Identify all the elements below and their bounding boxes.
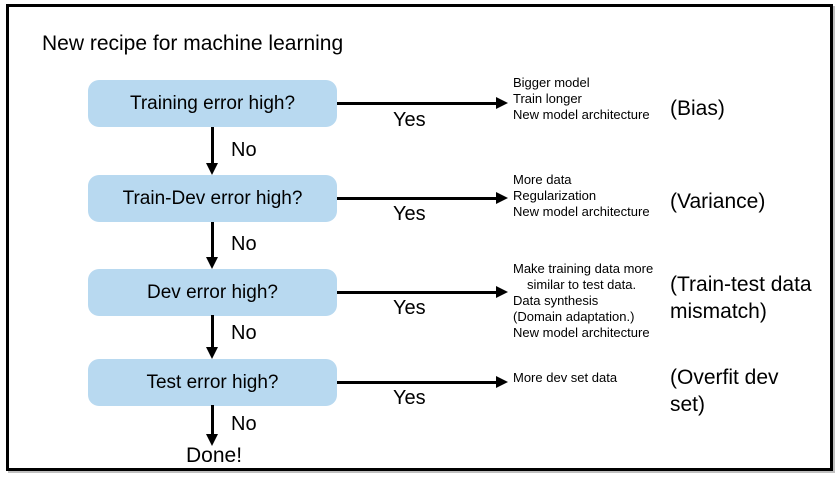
slide-title: New recipe for machine learning — [42, 32, 344, 55]
action-line: Data synthesis — [513, 293, 599, 308]
arrowhead-right-icon — [496, 376, 508, 388]
action-line: similar to test data. — [527, 277, 637, 292]
actions-training: Bigger model Train longer New model arch… — [513, 75, 650, 123]
action-line: (Domain adaptation.) — [513, 309, 635, 324]
action-line: New model architecture — [513, 325, 650, 340]
arrowhead-down-icon — [206, 434, 218, 446]
category-label-bias: (Bias) — [670, 95, 725, 122]
arrow-line — [337, 291, 499, 294]
arrow-line — [337, 102, 499, 105]
action-line: More dev set data — [513, 370, 618, 385]
decision-box-dev-error: Dev error high? — [88, 269, 337, 316]
category-label-variance: (Variance) — [670, 188, 765, 215]
done-label: Done! — [186, 444, 243, 467]
decision-box-label: Dev error high? — [147, 281, 278, 303]
decision-box-label: Test error high? — [146, 371, 279, 393]
arrowhead-right-icon — [496, 192, 508, 204]
action-line: Regularization — [513, 188, 597, 203]
arrowhead-down-icon — [206, 347, 218, 359]
arrow-line — [337, 381, 499, 384]
arrowhead-down-icon — [206, 257, 218, 269]
category-line: (Overfit dev — [670, 366, 779, 389]
arrow-line — [211, 405, 214, 437]
category-line: (Variance) — [670, 190, 766, 213]
action-line: Make training data more — [513, 261, 654, 276]
yes-arrow-test — [337, 376, 508, 389]
decision-box-train-dev-error: Train-Dev error high? — [88, 175, 337, 222]
actions-train-dev: More data Regularization New model archi… — [513, 172, 650, 220]
action-line: Bigger model — [513, 75, 590, 90]
action-line: Train longer — [513, 91, 582, 106]
category-label-train-test-mismatch: (Train-test data mismatch) — [670, 271, 812, 325]
arrowhead-right-icon — [496, 97, 508, 109]
actions-test: More dev set data — [513, 370, 617, 386]
arrow-line — [211, 127, 214, 166]
no-label-training: No — [231, 139, 257, 161]
action-line: More data — [513, 172, 572, 187]
yes-label-test: Yes — [393, 387, 426, 409]
no-arrow-dev — [206, 315, 219, 359]
no-arrow-test — [206, 405, 219, 446]
yes-arrow-train-dev — [337, 192, 508, 205]
arrow-line — [211, 222, 214, 260]
actions-dev: Make training data more similar to test … — [513, 261, 653, 341]
no-label-train-dev: No — [231, 233, 257, 255]
arrow-line — [211, 315, 214, 350]
category-line: set) — [670, 393, 706, 416]
yes-arrow-training — [337, 97, 508, 110]
action-line: New model architecture — [513, 204, 650, 219]
category-line: mismatch) — [670, 300, 767, 323]
no-arrow-train-dev — [206, 222, 219, 269]
yes-label-dev: Yes — [393, 297, 426, 319]
category-label-overfit-dev-set: (Overfit dev set) — [670, 364, 779, 418]
category-line: (Train-test data — [670, 273, 812, 296]
yes-label-training: Yes — [393, 109, 426, 131]
decision-box-training-error: Training error high? — [88, 80, 337, 127]
decision-box-label: Training error high? — [129, 92, 296, 114]
decision-box-test-error: Test error high? — [88, 359, 337, 406]
yes-arrow-dev — [337, 286, 508, 299]
no-label-dev: No — [231, 322, 257, 344]
arrow-line — [337, 197, 499, 200]
category-line: (Bias) — [670, 97, 725, 120]
arrowhead-right-icon — [496, 286, 508, 298]
arrowhead-down-icon — [206, 163, 218, 175]
no-label-test: No — [231, 413, 257, 435]
no-arrow-training — [206, 127, 219, 175]
yes-label-train-dev: Yes — [393, 203, 426, 225]
decision-box-label: Train-Dev error high? — [122, 187, 303, 209]
action-line: New model architecture — [513, 107, 650, 122]
